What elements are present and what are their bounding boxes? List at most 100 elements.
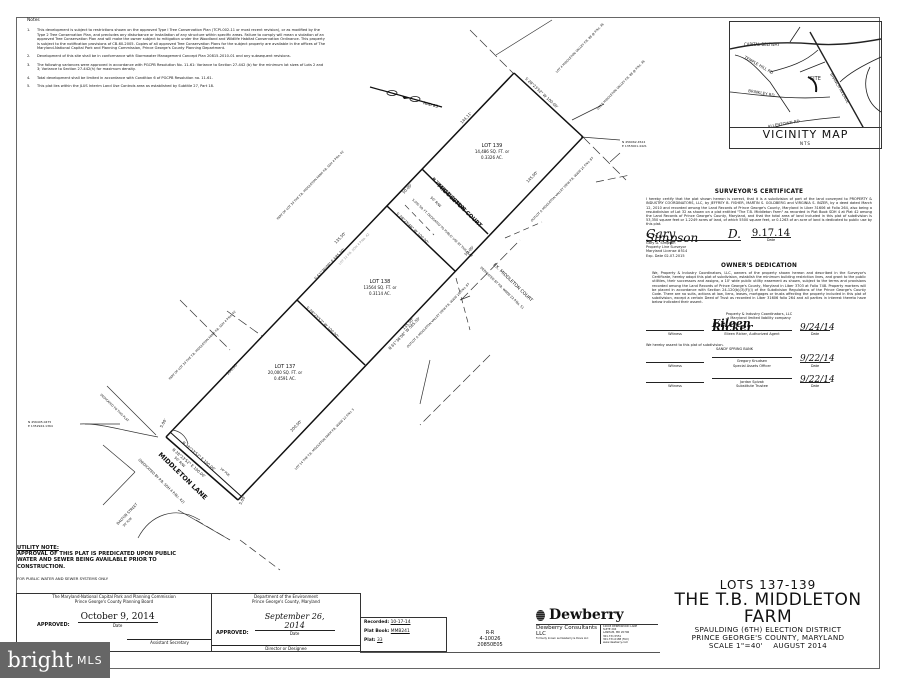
signer-1-name: Gregory Knudsen: [736, 359, 768, 364]
surveyor-signature: Gary D. Simpson: [646, 226, 741, 245]
plat-value: 33: [376, 638, 383, 643]
signer-1-title: Special Assets Officer: [733, 363, 771, 368]
dim-lot137-right: 200.00': [289, 419, 303, 433]
firm-legal-name: Dewberry Consultants LLC: [536, 625, 598, 637]
note-number: 5.: [27, 84, 31, 89]
lane-dedicated-label: (DEDICATED BY P.B. SDH 4 P.No. 42): [137, 458, 185, 505]
bank-name: SANDY SPRING BANK: [716, 346, 754, 351]
coord-ne-east: E 1353001.4421: [622, 144, 647, 148]
agent-date: 9/24/14: [800, 323, 835, 334]
vicinity-map-scale: NTS: [800, 141, 811, 146]
signer-2-name: Jordan Spivak: [740, 379, 764, 384]
note-item: 4.Total development shall be limited in …: [27, 76, 327, 80]
signer-2-date: 9/22/14: [800, 374, 835, 385]
title-name-line2: FARM: [743, 607, 793, 627]
witness-label: Witness: [646, 330, 704, 336]
doe-approval-box: Department of the Environment Prince Geo…: [211, 593, 361, 652]
surveyor-exp-date: Exp. Date 02-07-2015: [646, 253, 685, 258]
note-number: 2.: [27, 54, 31, 59]
director-label: Director or Designee: [212, 645, 360, 651]
note-item: 2. Development of this site shall be in c…: [27, 54, 327, 58]
note-number: 1.: [27, 28, 31, 33]
signer-2-title: Substitute Trustee: [736, 384, 768, 389]
firm-fax: 301.731.0188 (FAX): [603, 637, 629, 641]
case-number: 4-10026: [479, 636, 501, 642]
note-text: Development of this site shall be in con…: [37, 54, 291, 59]
agent-signature: Eileen Ricker: [712, 317, 753, 335]
dim-lot137-left: 200.00': [225, 362, 239, 376]
mncppc-line2: Prince George's County Planning Board: [74, 599, 154, 604]
surveyor-title: Property Line Surveyor: [646, 245, 687, 250]
plat-book-label: Plat Book:: [364, 629, 390, 634]
firm-phone: 301.731.5551: [603, 634, 622, 638]
certificates-block: SURVEYOR'S CERTIFICATE I hereby certify …: [646, 189, 872, 389]
coord-sw-north: N 456405.0475: [28, 420, 51, 424]
vicinity-map: CAPITAL BELTWAY TEMPLE HILL RD BRINKLEY …: [729, 21, 882, 149]
note-number: 3.: [27, 62, 31, 67]
title-date: AUGUST 2014: [773, 641, 828, 650]
lot-4-label: LOT 4 MIDDLETON VALLEY P.B. 88 @ P.No. 3…: [555, 22, 605, 73]
outlot-a-lower-label: OUTLOT A MIDDLETON VALLEY VIEW P.B. WWW …: [406, 282, 471, 349]
part-lot-33-upper: PART OF LOT 33 THE T.B. MIDDLETON FARM P…: [276, 150, 345, 221]
surveyor-certificate-text: I hereby certify that the plat shown her…: [646, 197, 872, 227]
vicinity-map-title: VICINITY MAP NTS: [730, 127, 881, 148]
title-lots: LOTS 137-139: [719, 578, 817, 592]
bottom-rule: [360, 652, 660, 653]
notes-heading: Notes: [27, 18, 40, 23]
lot-14-label: LOT 14 THE T.B. MIDDLETON FARM P.B. WWW …: [294, 407, 355, 470]
utility-note-footer: FOR PUBLIC WATER AND SEWER SYSTEMS ONLY: [17, 575, 109, 581]
note-text: This development is subject to restricti…: [37, 28, 326, 51]
road-branch-avenue: BRANCH AVENUE: [829, 72, 851, 105]
witness-label: Witness: [646, 361, 704, 368]
dim-court-right: 50.00': [463, 245, 475, 257]
title-block: LOTS 137-139 THE T.B. MIDDLETON FARM SPA…: [663, 578, 873, 650]
date-label: Date: [289, 631, 300, 636]
lot-137-area-sf: 20,000 SQ. FT. or: [268, 370, 303, 375]
recorded-date: 10-17-14: [390, 620, 411, 625]
lot-138-label: LOT 138: [370, 279, 391, 285]
firm-website: www.dewberry.com: [603, 641, 629, 645]
bearing-lot137-top: S 28°23'52" W 100.00': [305, 305, 340, 339]
utility-note: UTILITY NOTE: APPROVAL OF THIS PLAT IS P…: [17, 545, 182, 582]
vicinity-map-roads: CAPITAL BELTWAY TEMPLE HILL RD BRINKLEY …: [730, 26, 881, 128]
road-allentown: ALLENTOWN RD: [767, 118, 800, 128]
utility-note-heading: UTILITY NOTE:: [17, 545, 59, 551]
note-text: Total development shall be limited in ac…: [37, 75, 213, 80]
dewberry-logo-block: Dewberry Dewberry Consultants LLC Former…: [536, 607, 658, 651]
lot-138-area-sf: 13564 SQ. FT. or: [363, 285, 396, 290]
dalton-row-label: 30' R/W: [122, 517, 133, 528]
bearing-court-bottom: S 28°23'46" W 100.00': [395, 211, 430, 245]
title-name-line1: THE T.B. MIDDLETON: [674, 590, 862, 610]
signer-1-date: 9/22/14: [800, 354, 835, 365]
lot-5-label: LOT 5 MIDDLETON VALLEY P.B. 88 @ P.No. 3…: [596, 59, 646, 110]
approved-label: APPROVED:: [37, 622, 70, 628]
agent-label: Eileen Ricker, Authorized Agent: [712, 330, 792, 336]
date-label: Date: [112, 623, 123, 628]
note-text: The following variances were approved in…: [37, 62, 324, 72]
road-capital-beltway: CAPITAL BELTWAY: [744, 42, 780, 47]
coord-sw-east: E 1352924.1364: [28, 424, 53, 428]
date-label: Date: [766, 237, 776, 242]
watermark-brand: bright: [7, 648, 73, 672]
brightmls-watermark: bright MLS: [0, 642, 110, 678]
surveyor-license: Maryland License #514: [646, 249, 688, 254]
dim-court-left: 50.00': [401, 183, 413, 195]
dewberry-wordmark: Dewberry: [549, 607, 624, 623]
nad-label: NAD 83: [423, 100, 439, 109]
case-number: 20850E05: [477, 642, 503, 648]
owners-dedication-text: We, Property & Industry Coordinators, LL…: [652, 271, 866, 305]
dim-lot138-left: 135.50': [333, 231, 347, 245]
firm-address-line: LANHAM, MD 20706: [603, 631, 630, 635]
notes-block: Notes 1. This development is subject to r…: [27, 18, 327, 92]
lot-137-area-ac: 0.4591 AC.: [274, 376, 296, 381]
watermark-suffix: MLS: [77, 653, 103, 667]
title-scale: SCALE 1"=40': [708, 641, 763, 650]
middleton-court-label: MIDDLETON COURT: [436, 183, 483, 229]
owners-dedication-title: OWNER'S DEDICATION: [720, 262, 798, 269]
surveyor-date: 9.17.14: [751, 228, 791, 240]
road-brinkley: BRINKLEY RD: [748, 88, 775, 98]
note-item: 1. This development is subject to restric…: [27, 28, 327, 50]
plat-sheet-border: [16, 17, 880, 669]
bearing-east-line: N 61°36'08" W 585.50': [387, 316, 421, 351]
firm-formerly: Formerly known as Dewberry & Davis LLC: [536, 637, 589, 640]
